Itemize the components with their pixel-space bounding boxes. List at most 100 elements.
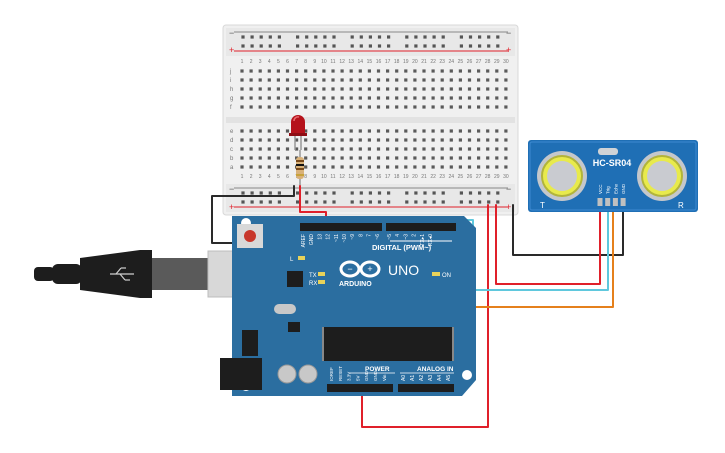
breadboard-hole[interactable] bbox=[486, 129, 490, 133]
breadboard-hole[interactable] bbox=[313, 138, 317, 142]
rail-hole[interactable] bbox=[241, 35, 245, 39]
rail-hole[interactable] bbox=[277, 191, 281, 195]
breadboard-hole[interactable] bbox=[276, 96, 280, 100]
rail-hole[interactable] bbox=[268, 200, 272, 204]
rail-hole[interactable] bbox=[332, 35, 336, 39]
breadboard-hole[interactable] bbox=[422, 165, 426, 169]
breadboard-hole[interactable] bbox=[395, 147, 399, 151]
rail-hole[interactable] bbox=[496, 200, 500, 204]
rail-hole[interactable] bbox=[432, 44, 436, 48]
breadboard-hole[interactable] bbox=[386, 156, 390, 160]
rail-hole[interactable] bbox=[359, 191, 363, 195]
breadboard-hole[interactable] bbox=[486, 78, 490, 82]
breadboard-hole[interactable] bbox=[285, 87, 290, 91]
breadboard-hole[interactable] bbox=[322, 129, 326, 133]
rail-hole[interactable] bbox=[441, 44, 445, 48]
breadboard-hole[interactable] bbox=[477, 96, 481, 100]
breadboard-hole[interactable] bbox=[340, 165, 344, 169]
breadboard-hole[interactable] bbox=[440, 156, 444, 160]
breadboard-hole[interactable] bbox=[413, 138, 417, 142]
breadboard-hole[interactable] bbox=[258, 129, 262, 133]
breadboard-hole[interactable] bbox=[477, 105, 481, 109]
breadboard-hole[interactable] bbox=[295, 87, 299, 91]
rail-hole[interactable] bbox=[377, 191, 382, 195]
breadboard-hole[interactable] bbox=[295, 105, 299, 109]
breadboard-hole[interactable] bbox=[395, 129, 399, 133]
breadboard-hole[interactable] bbox=[267, 96, 271, 100]
breadboard-hole[interactable] bbox=[477, 156, 481, 160]
breadboard-hole[interactable] bbox=[267, 147, 271, 151]
rail-hole[interactable] bbox=[268, 44, 272, 48]
breadboard-hole[interactable] bbox=[304, 87, 308, 91]
breadboard-hole[interactable] bbox=[413, 147, 417, 151]
breadboard-hole[interactable] bbox=[431, 147, 435, 151]
rail-hole[interactable] bbox=[414, 35, 418, 39]
resistor[interactable] bbox=[296, 150, 304, 186]
breadboard-hole[interactable] bbox=[404, 147, 408, 151]
rail-hole[interactable] bbox=[268, 35, 272, 39]
breadboard-hole[interactable] bbox=[349, 87, 353, 91]
rail-hole[interactable] bbox=[305, 200, 309, 204]
breadboard-hole[interactable] bbox=[340, 96, 344, 100]
breadboard-hole[interactable] bbox=[331, 165, 335, 169]
rail-hole[interactable] bbox=[314, 35, 318, 39]
breadboard-hole[interactable] bbox=[276, 138, 280, 142]
breadboard-hole[interactable] bbox=[249, 138, 253, 142]
rail-hole[interactable] bbox=[468, 191, 473, 195]
rail-hole[interactable] bbox=[296, 44, 300, 48]
breadboard-hole[interactable] bbox=[431, 87, 435, 91]
breadboard-hole[interactable] bbox=[304, 156, 308, 160]
rail-hole[interactable] bbox=[459, 44, 463, 48]
breadboard-hole[interactable] bbox=[285, 78, 290, 82]
rail-hole[interactable] bbox=[459, 191, 463, 195]
breadboard-hole[interactable] bbox=[467, 138, 472, 142]
breadboard-hole[interactable] bbox=[504, 96, 508, 100]
breadboard-hole[interactable] bbox=[413, 69, 417, 73]
breadboard-hole[interactable] bbox=[395, 96, 399, 100]
rail-hole[interactable] bbox=[496, 44, 500, 48]
rail-hole[interactable] bbox=[432, 200, 436, 204]
rail-hole[interactable] bbox=[468, 44, 473, 48]
rail-hole[interactable] bbox=[405, 191, 409, 195]
breadboard-hole[interactable] bbox=[358, 96, 362, 100]
rail-hole[interactable] bbox=[441, 191, 445, 195]
rail-hole[interactable] bbox=[387, 200, 391, 204]
breadboard-hole[interactable] bbox=[249, 156, 253, 160]
breadboard-hole[interactable] bbox=[349, 96, 353, 100]
breadboard-hole[interactable] bbox=[395, 78, 399, 82]
breadboard-hole[interactable] bbox=[395, 138, 399, 142]
breadboard-hole[interactable] bbox=[458, 147, 462, 151]
sensor-pin[interactable] bbox=[612, 198, 618, 206]
breadboard-hole[interactable] bbox=[285, 105, 290, 109]
rail-hole[interactable] bbox=[359, 200, 363, 204]
breadboard-hole[interactable] bbox=[367, 96, 371, 100]
breadboard-hole[interactable] bbox=[449, 147, 453, 151]
analog-header[interactable] bbox=[398, 384, 454, 392]
breadboard-hole[interactable] bbox=[422, 69, 426, 73]
breadboard-hole[interactable] bbox=[495, 156, 499, 160]
rail-hole[interactable] bbox=[241, 191, 245, 195]
breadboard-hole[interactable] bbox=[386, 87, 390, 91]
breadboard-hole[interactable] bbox=[431, 165, 435, 169]
breadboard-hole[interactable] bbox=[367, 105, 371, 109]
digital-header[interactable] bbox=[300, 223, 382, 231]
breadboard-hole[interactable] bbox=[267, 129, 271, 133]
rail-hole[interactable] bbox=[305, 44, 309, 48]
breadboard-hole[interactable] bbox=[467, 87, 472, 91]
breadboard-hole[interactable] bbox=[431, 78, 435, 82]
breadboard-hole[interactable] bbox=[404, 78, 408, 82]
breadboard-hole[interactable] bbox=[367, 138, 371, 142]
breadboard-hole[interactable] bbox=[331, 105, 335, 109]
breadboard-hole[interactable] bbox=[376, 156, 381, 160]
breadboard-hole[interactable] bbox=[240, 87, 244, 91]
breadboard-hole[interactable] bbox=[413, 78, 417, 82]
breadboard-hole[interactable] bbox=[304, 129, 308, 133]
breadboard-hole[interactable] bbox=[358, 78, 362, 82]
breadboard-hole[interactable] bbox=[440, 87, 444, 91]
breadboard-hole[interactable] bbox=[486, 147, 490, 151]
breadboard-hole[interactable] bbox=[285, 69, 290, 73]
breadboard-hole[interactable] bbox=[358, 69, 362, 73]
breadboard-hole[interactable] bbox=[386, 165, 390, 169]
breadboard-hole[interactable] bbox=[331, 78, 335, 82]
rail-hole[interactable] bbox=[268, 191, 272, 195]
